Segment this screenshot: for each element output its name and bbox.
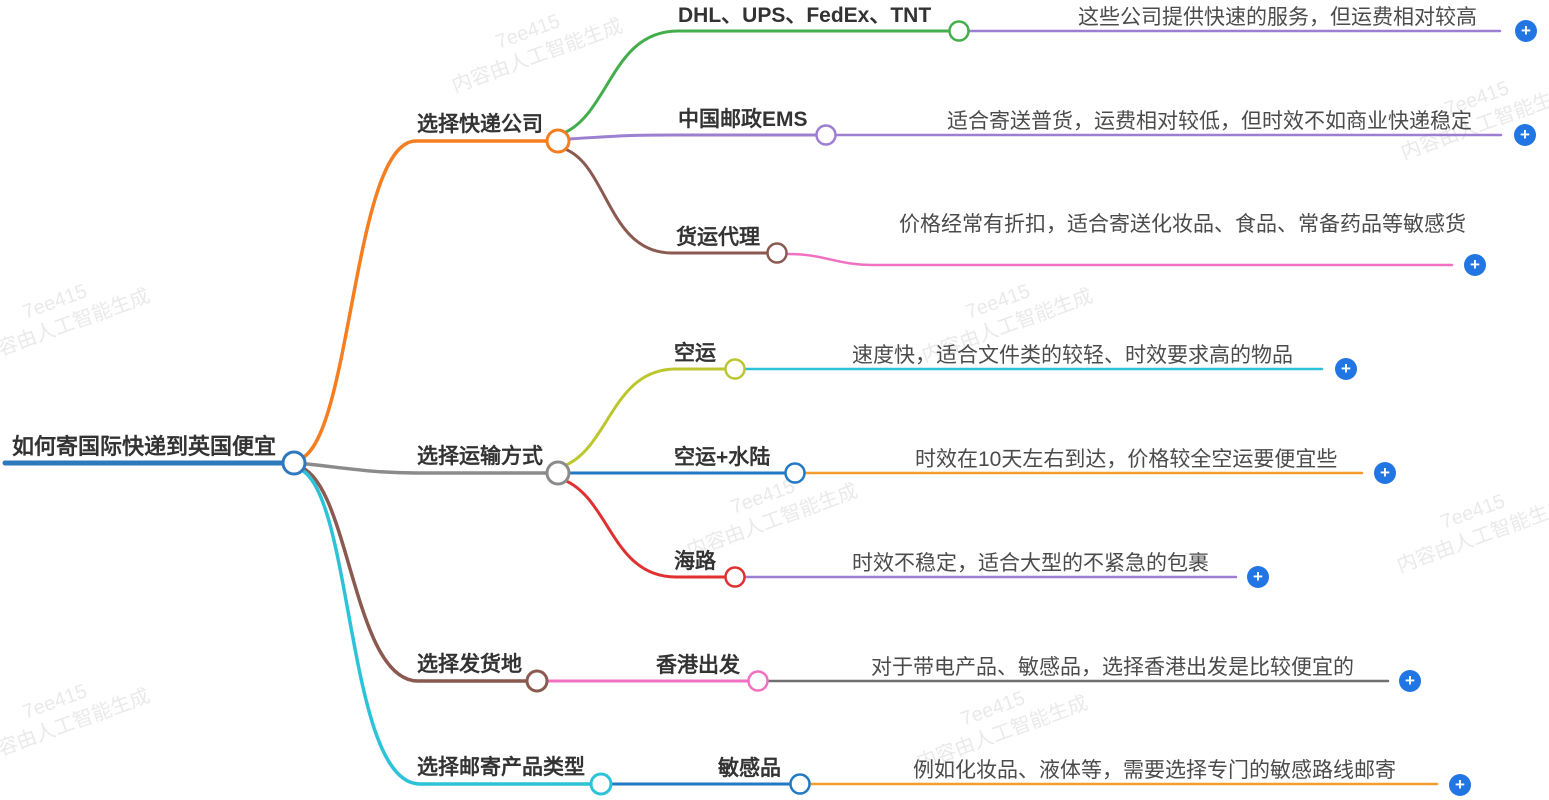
note-airsea[interactable]: 时效在10天左右到达，价格较全空运要便宜些 [915, 448, 1338, 471]
note-air[interactable]: 速度快，适合文件类的较轻、时效要求高的物品 [852, 344, 1293, 367]
node-air[interactable]: 空运 [674, 342, 716, 365]
connector-root-courier [295, 139, 549, 462]
node-sensitive-goods[interactable]: 敏感品 [718, 757, 781, 780]
connector-courier-dhl [562, 29, 950, 135]
junction-freight[interactable] [766, 242, 788, 264]
junction-ems[interactable] [815, 124, 837, 146]
connector-transport-sea [562, 478, 728, 579]
node-sea[interactable]: 海路 [674, 550, 716, 573]
connector-courier-ems [567, 133, 817, 141]
add-node-button[interactable]: + [1515, 20, 1537, 42]
connector-transport-air [562, 367, 728, 468]
junction-hk[interactable] [747, 670, 769, 692]
add-node-button[interactable]: + [1335, 358, 1357, 380]
add-node-button[interactable]: + [1464, 254, 1486, 276]
connector-note-freight [786, 252, 1454, 267]
add-node-button[interactable]: + [1247, 566, 1269, 588]
junction-air[interactable] [724, 358, 746, 380]
node-dhl-ups-fedex-tnt[interactable]: DHL、UPS、FedEx、TNT [678, 4, 932, 27]
junction-choose-courier[interactable] [545, 128, 571, 154]
junction-dhl[interactable] [948, 20, 970, 42]
connector-root-origin [295, 464, 529, 683]
node-china-post-ems[interactable]: 中国邮政EMS [678, 108, 808, 131]
note-dhl[interactable]: 这些公司提供快速的服务，但运费相对较高 [1078, 6, 1477, 29]
add-node-button[interactable]: + [1514, 124, 1536, 146]
connector-root-product-type [295, 466, 593, 786]
node-choose-product-type[interactable]: 选择邮寄产品类型 [417, 756, 585, 779]
add-node-button[interactable]: + [1374, 462, 1396, 484]
junction-sensitive[interactable] [789, 773, 811, 795]
junction-choose-transport[interactable] [545, 460, 571, 486]
node-choose-transport[interactable]: 选择运输方式 [417, 445, 543, 468]
node-freight-agent[interactable]: 货运代理 [676, 226, 760, 249]
connector-courier-freight [563, 147, 768, 255]
node-hk-departure[interactable]: 香港出发 [656, 654, 740, 677]
node-choose-courier[interactable]: 选择快递公司 [417, 113, 543, 136]
node-air-plus-land[interactable]: 空运+水陆 [674, 446, 771, 469]
note-hk[interactable]: 对于带电产品、敏感品，选择香港出发是比较便宜的 [871, 656, 1354, 679]
note-freight[interactable]: 价格经常有折扣，适合寄送化妆品、食品、常备药品等敏感货 [899, 213, 1466, 236]
node-choose-origin[interactable]: 选择发货地 [417, 653, 522, 676]
junction-choose-origin[interactable] [525, 669, 549, 693]
note-sea[interactable]: 时效不稳定，适合大型的不紧急的包裹 [852, 552, 1209, 575]
add-node-button[interactable]: + [1449, 774, 1471, 796]
add-node-button[interactable]: + [1399, 670, 1421, 692]
junction-choose-product-type[interactable] [589, 772, 613, 796]
root-node[interactable]: 如何寄国际快递到英国便宜 [12, 434, 277, 459]
note-ems[interactable]: 适合寄送普货，运费相对较低，但时效不如商业快递稳定 [947, 110, 1472, 133]
note-sensitive[interactable]: 例如化妆品、液体等，需要选择专门的敏感路线邮寄 [913, 759, 1396, 782]
junction-airsea[interactable] [784, 462, 806, 484]
connector-root-transport [295, 461, 549, 475]
junction-sea[interactable] [724, 566, 746, 588]
junction-root[interactable] [281, 450, 307, 476]
